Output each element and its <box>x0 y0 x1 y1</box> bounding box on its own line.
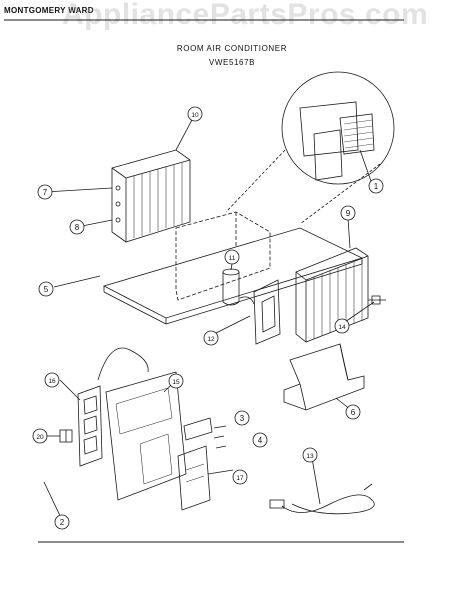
callout-20: 20 <box>32 428 48 444</box>
condenser-coil <box>295 247 369 343</box>
callout-12: 12 <box>203 330 219 346</box>
filter-detail <box>225 71 395 225</box>
evaporator-coil <box>111 149 191 243</box>
power-cord <box>281 494 375 515</box>
callout-16-label: 16 <box>48 378 56 385</box>
callout-2: 2 <box>54 514 70 530</box>
motor-clip <box>368 295 386 305</box>
knob <box>59 429 73 443</box>
callout-8: 8 <box>69 219 85 235</box>
callout-9: 9 <box>340 205 356 221</box>
callout-15-label: 15 <box>172 379 180 386</box>
base-pan <box>102 211 364 325</box>
callout-13-label: 13 <box>306 453 314 460</box>
callout-7-label: 7 <box>43 188 48 197</box>
fastener-set <box>183 417 227 449</box>
callout-2-label: 2 <box>60 518 65 527</box>
brand-name: MONTGOMERY WARD <box>4 6 94 15</box>
callout-8-label: 8 <box>75 223 80 232</box>
callout-20-label: 20 <box>36 434 44 441</box>
control-panel <box>105 371 187 501</box>
front-panel <box>177 445 211 511</box>
model-number: VWE5167B <box>208 58 256 67</box>
callout-9-label: 9 <box>346 209 351 218</box>
callout-17-label: 17 <box>236 475 244 482</box>
callout-11: 11 <box>224 249 240 265</box>
callout-10-label: 10 <box>191 112 199 119</box>
capacitor <box>222 268 240 306</box>
callout-11-label: 11 <box>229 255 236 262</box>
drain-pan <box>283 343 365 411</box>
callout-14-label: 14 <box>338 324 346 331</box>
callout-5: 5 <box>38 281 54 297</box>
callout-6-label: 6 <box>351 408 356 417</box>
callout-7: 7 <box>37 184 53 200</box>
control-box <box>239 279 281 345</box>
callout-1: 1 <box>368 178 384 194</box>
callout-4-label: 4 <box>258 436 263 445</box>
callout-13: 13 <box>302 447 318 463</box>
callout-4: 4 <box>252 432 268 448</box>
callout-10: 10 <box>187 106 203 122</box>
diagram-title: ROOM AIR CONDITIONER <box>176 44 288 53</box>
callout-15: 15 <box>168 373 184 389</box>
control-bracket <box>77 385 103 467</box>
watermark: AppliancePartsPros.com <box>62 0 429 31</box>
callout-3: 3 <box>234 410 250 426</box>
callout-12-label: 12 <box>207 336 215 343</box>
callout-17: 17 <box>232 469 248 485</box>
callout-16: 16 <box>44 372 60 388</box>
callout-5-label: 5 <box>44 285 49 294</box>
callout-1-label: 1 <box>374 182 379 191</box>
callout-numbers: 1 2 3 4 5 6 7 8 9 10 11 12 13 14 15 16 1… <box>32 106 384 530</box>
callout-3-label: 3 <box>240 414 245 423</box>
wire-harness <box>97 347 149 381</box>
callout-6: 6 <box>345 404 361 420</box>
callout-14: 14 <box>334 318 350 334</box>
